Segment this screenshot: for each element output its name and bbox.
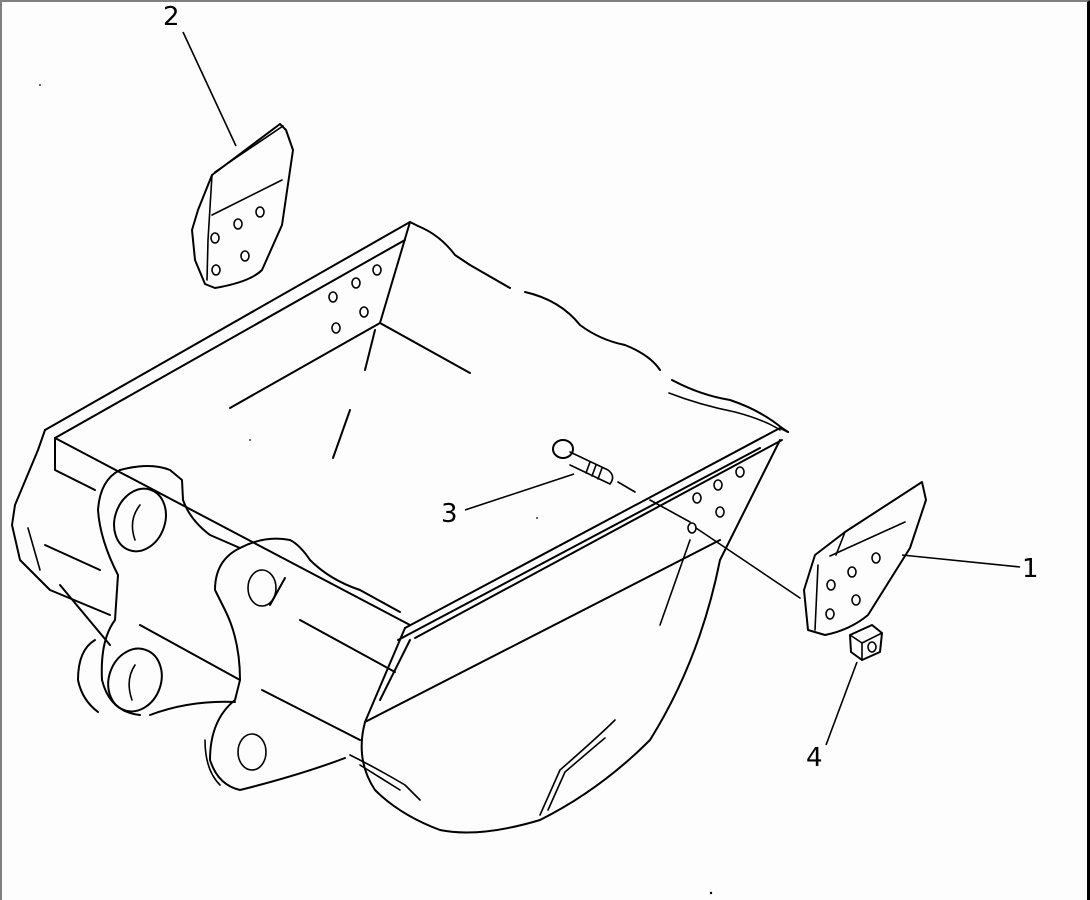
callout-1: 1: [1022, 554, 1039, 584]
callout-4: 4: [806, 743, 823, 773]
callout-2: 2: [163, 2, 180, 32]
bucket-right-holes: [687, 466, 745, 534]
bucket-body: [11, 221, 789, 834]
leader-lines: [182, 31, 1021, 746]
bolt: [552, 439, 801, 599]
callout-3: 3: [441, 499, 458, 529]
side-cutter-left: [191, 123, 294, 289]
nut: [849, 624, 883, 661]
side-cutter-right: [803, 481, 927, 636]
bucket-left-holes: [328, 264, 382, 334]
